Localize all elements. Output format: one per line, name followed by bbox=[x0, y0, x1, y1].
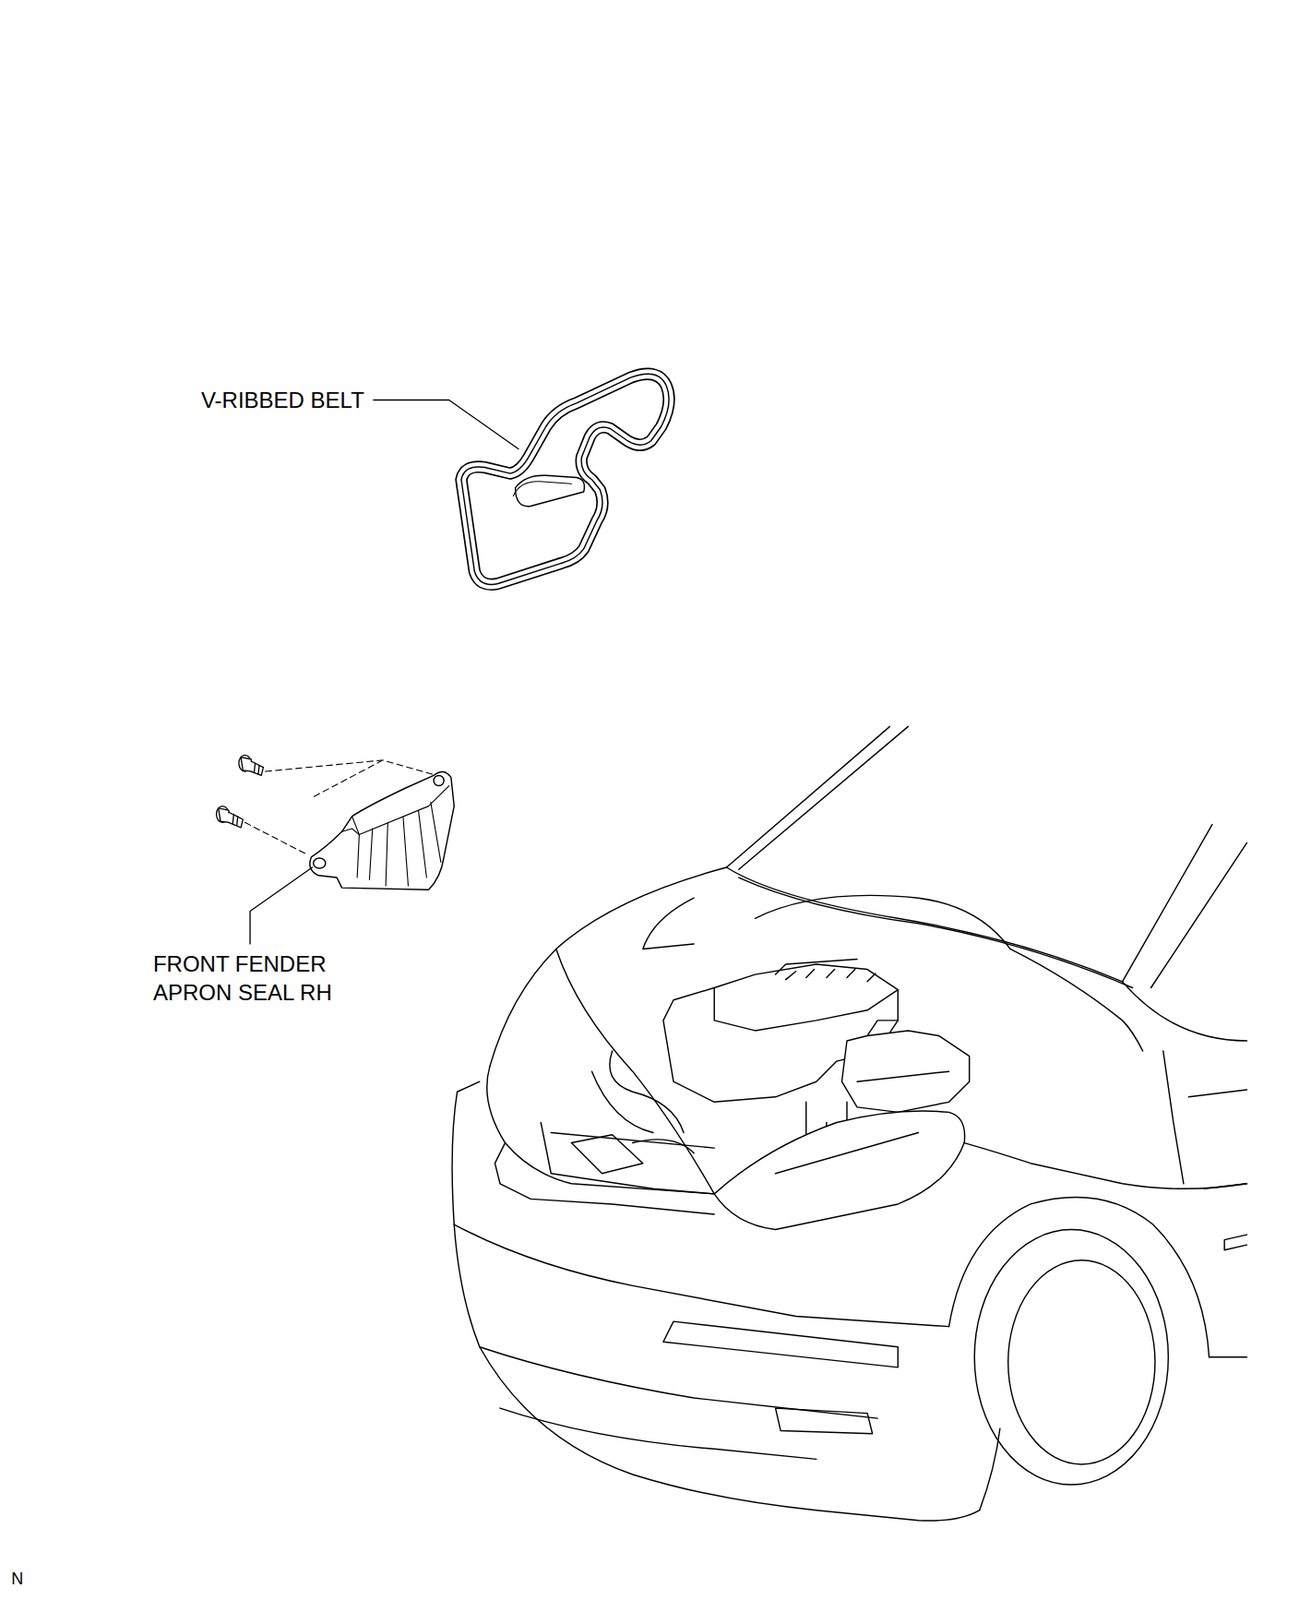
v-ribbed-belt bbox=[461, 373, 669, 584]
leader-line bbox=[373, 400, 519, 450]
orientation-mark: N bbox=[11, 1568, 24, 1590]
car-illustration bbox=[452, 726, 1247, 1521]
bolt bbox=[216, 806, 244, 828]
part-name: FRONT FENDER APRON SEAL RH bbox=[153, 949, 368, 1007]
leader-line bbox=[250, 867, 312, 944]
bolt bbox=[238, 754, 264, 775]
apron-seal bbox=[309, 772, 454, 891]
part-name: V-RIBBED BELT bbox=[201, 385, 365, 415]
